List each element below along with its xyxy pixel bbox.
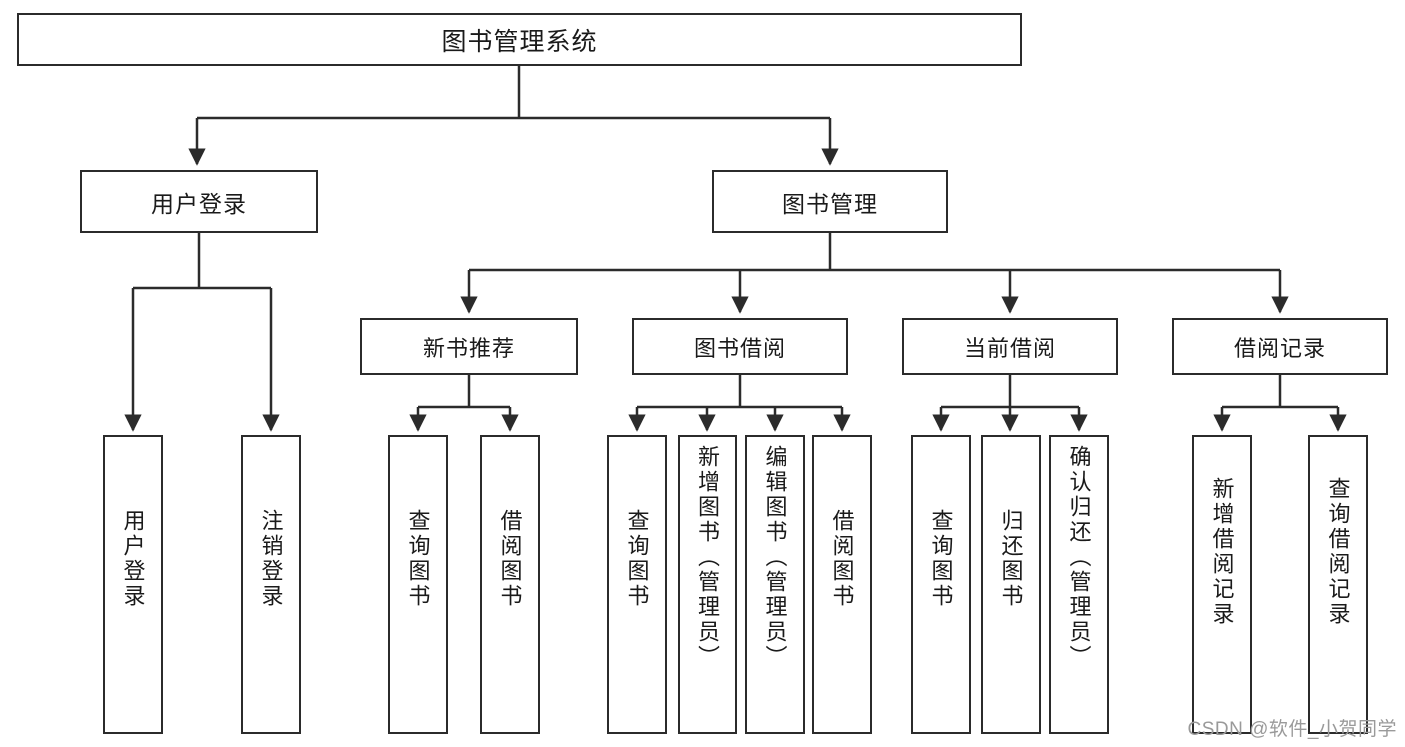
node-book-management[interactable]: 图书管理 xyxy=(712,170,948,233)
node-leaf-query-borrow-record-label: 查询借阅记录 xyxy=(1325,477,1351,627)
node-leaf-query-book-current[interactable]: 查询图书 xyxy=(911,435,971,734)
node-borrow-records[interactable]: 借阅记录 xyxy=(1172,318,1388,375)
node-user-login[interactable]: 用户登录 xyxy=(80,170,318,233)
node-user-login-label: 用户登录 xyxy=(151,190,247,217)
node-current-borrow[interactable]: 当前借阅 xyxy=(902,318,1118,375)
node-leaf-query-book-borrow-label: 查询图书 xyxy=(624,509,650,609)
node-current-borrow-label: 当前借阅 xyxy=(963,335,1056,361)
node-leaf-confirm-return-admin[interactable]: 确认归还（管理员） xyxy=(1049,435,1109,734)
node-book-borrow[interactable]: 图书借阅 xyxy=(632,318,848,375)
node-leaf-borrow-book-label: 借阅图书 xyxy=(829,509,855,609)
node-leaf-add-borrow-record[interactable]: 新增借阅记录 xyxy=(1192,435,1252,734)
node-leaf-query-book-current-label: 查询图书 xyxy=(928,509,954,609)
node-leaf-query-borrow-record[interactable]: 查询借阅记录 xyxy=(1308,435,1368,734)
node-leaf-query-book-borrow[interactable]: 查询图书 xyxy=(607,435,667,734)
node-leaf-return-book[interactable]: 归还图书 xyxy=(981,435,1041,734)
node-leaf-borrow-book-recommend[interactable]: 借阅图书 xyxy=(480,435,540,734)
node-new-book-recommend[interactable]: 新书推荐 xyxy=(360,318,578,375)
node-leaf-borrow-book[interactable]: 借阅图书 xyxy=(812,435,872,734)
node-leaf-edit-book-admin-label: 编辑图书（管理员） xyxy=(762,445,788,670)
node-leaf-add-book-admin[interactable]: 新增图书（管理员） xyxy=(678,435,737,734)
node-leaf-add-borrow-record-label: 新增借阅记录 xyxy=(1209,477,1235,627)
node-leaf-user-login[interactable]: 用户登录 xyxy=(103,435,163,734)
node-borrow-records-label: 借阅记录 xyxy=(1233,335,1326,361)
node-root[interactable]: 图书管理系统 xyxy=(17,13,1022,66)
node-leaf-confirm-return-admin-label: 确认归还（管理员） xyxy=(1066,445,1092,670)
node-leaf-borrow-book-recommend-label: 借阅图书 xyxy=(497,509,523,609)
node-leaf-edit-book-admin[interactable]: 编辑图书（管理员） xyxy=(745,435,805,734)
watermark-text: CSDN @软件_小贺同学 xyxy=(1187,719,1397,740)
node-leaf-logout[interactable]: 注销登录 xyxy=(241,435,301,734)
node-book-borrow-label: 图书借阅 xyxy=(693,335,786,361)
node-new-book-recommend-label: 新书推荐 xyxy=(422,335,515,361)
node-leaf-query-book-recommend-label: 查询图书 xyxy=(405,509,431,609)
node-book-management-label: 图书管理 xyxy=(782,190,878,217)
node-leaf-add-book-admin-label: 新增图书（管理员） xyxy=(695,445,721,670)
node-leaf-query-book-recommend[interactable]: 查询图书 xyxy=(388,435,448,734)
node-leaf-user-login-label: 用户登录 xyxy=(120,509,146,609)
node-leaf-return-book-label: 归还图书 xyxy=(998,509,1024,609)
node-leaf-logout-label: 注销登录 xyxy=(258,509,284,609)
node-root-label: 图书管理系统 xyxy=(441,27,598,56)
